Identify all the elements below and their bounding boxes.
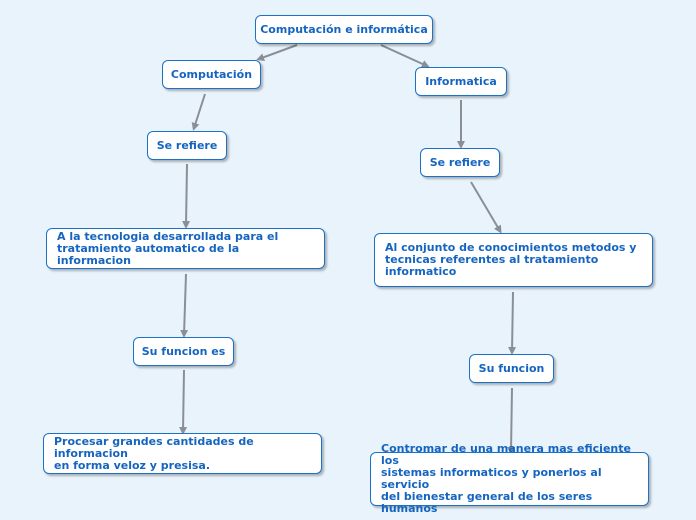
informatica-node-label: Informatica [425, 74, 497, 88]
procesar-text: Procesar grandes cantidades de informaci… [54, 434, 254, 472]
contromar-text: Contromar de una manera mas eficiente lo… [381, 442, 631, 515]
su-funcion-label: Su funcion [478, 361, 545, 375]
computacion-node[interactable]: Computación [162, 60, 261, 89]
su-funcion-es-label: Su funcion es [141, 344, 226, 358]
connector-sufuncion-contromar [507, 387, 516, 455]
informatica-definition-text: Al conjunto de conocimientos metodos y t… [385, 241, 637, 278]
connector-sufuncion-procesar [179, 369, 188, 435]
computacion-definition-text: A la tecnologia desarrollada para el tra… [57, 229, 279, 267]
root-node[interactable]: Computación e informática [255, 15, 433, 44]
se-refiere-right-label: Se refiere [429, 155, 491, 169]
connector-root-informatica [380, 44, 430, 68]
connector-definicion-sufuncion-left [180, 273, 189, 338]
connector-computacion-serefiere [191, 93, 206, 131]
contromar-node[interactable]: Contromar de una manera mas eficiente lo… [370, 443, 649, 515]
informatica-definition-node[interactable]: Al conjunto de conocimientos metodos y t… [374, 233, 653, 287]
computacion-node-label: Computación [170, 67, 253, 81]
root-node-label: Computación e informática [260, 22, 428, 36]
connector-serefiere-definicion-left [182, 163, 191, 229]
connector-root-computacion [256, 44, 298, 62]
se-refiere-left-label: Se refiere [156, 138, 218, 152]
su-funcion-es-node[interactable]: Su funcion es [133, 337, 234, 366]
se-refiere-left-node[interactable]: Se refiere [147, 131, 227, 160]
connector-serefiere-definicion-right [470, 181, 502, 234]
procesar-node[interactable]: Procesar grandes cantidades de informaci… [43, 433, 322, 474]
informatica-node[interactable]: Informatica [415, 67, 507, 96]
su-funcion-node[interactable]: Su funcion [469, 354, 554, 383]
se-refiere-right-node[interactable]: Se refiere [420, 148, 500, 177]
connector-definicion-sufuncion-right [508, 291, 517, 355]
computacion-definition-node[interactable]: A la tecnologia desarrollada para el tra… [46, 228, 325, 269]
